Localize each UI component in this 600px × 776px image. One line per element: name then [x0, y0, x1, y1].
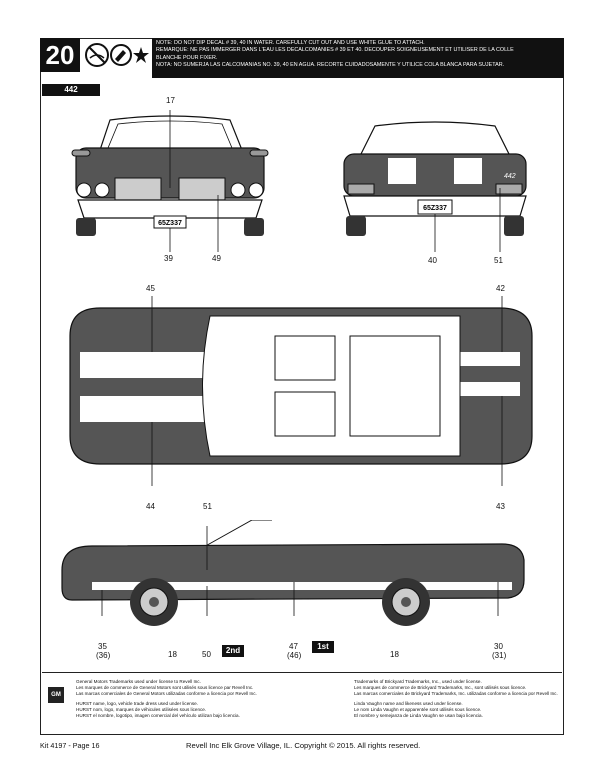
- callout-46: (46): [287, 651, 302, 660]
- callout-35: 35: [98, 642, 107, 651]
- disclaimer-line: Las marcas comerciales de General Motors…: [76, 691, 257, 697]
- note-es: NOTA: NO SUMERJA LAS CALCOMANÍAS NO. 39,…: [156, 61, 505, 68]
- callout-18-right: 18: [390, 650, 399, 659]
- callout-39: 39: [164, 254, 173, 263]
- callout-51-side: 51: [203, 502, 212, 511]
- step-number: 20: [40, 38, 80, 72]
- front-plate: 65Z337: [158, 220, 182, 227]
- disclaimer-line: HURST name, logo, vehicle trade dress us…: [76, 700, 198, 706]
- stage-2nd-badge: 2nd: [222, 645, 244, 657]
- callout-51-rear: 51: [494, 256, 503, 265]
- disclaimer-line: HURST nom, logo, marques de véhicules ut…: [76, 706, 207, 712]
- disclaimer-left: General Motors Trademarks used under lic…: [76, 679, 296, 722]
- note-fr-cont: BLANCHE POUR FIXER.: [156, 54, 218, 61]
- note-fr: REMARQUE: NE PAS IMMERGER DANS L'EAU LES…: [156, 47, 514, 54]
- disclaimer-line: Les marques de commerce de Brickyard Tra…: [354, 685, 527, 691]
- callout-44: 44: [146, 502, 155, 511]
- top-view-diagram: [69, 296, 533, 486]
- callout-36: (36): [96, 651, 111, 660]
- callout-49: 49: [212, 254, 221, 263]
- front-view-diagram: 65Z337: [71, 110, 269, 252]
- callout-50: 50: [202, 650, 211, 659]
- callout-45: 45: [146, 284, 155, 293]
- callout-42: 42: [496, 284, 505, 293]
- callout-43: 43: [496, 502, 505, 511]
- callout-47: 47: [289, 642, 298, 651]
- disclaimer-line: Linda Vaughn name and likeness used unde…: [354, 700, 463, 706]
- part-tag: 442: [42, 84, 100, 96]
- callout-31: (31): [492, 651, 507, 660]
- callout-17: 17: [166, 96, 175, 105]
- disclaimer-line: Trademarks of Brickyard Trademarks, Inc.…: [354, 679, 482, 684]
- callout-40: 40: [428, 256, 437, 265]
- do-not-dip-icon: [85, 43, 109, 67]
- disclaimer-line: Las marcas comerciales de Brickyard Trad…: [354, 691, 558, 697]
- disclaimer-line: El nombre y semejanza de Linda Vaughn se…: [354, 712, 483, 718]
- disclaimer-right: Trademarks of Brickyard Trademarks, Inc.…: [354, 679, 560, 722]
- step-notes: NOTE: DO NOT DIP DECAL # 39, 40 IN WATER…: [152, 38, 564, 78]
- glue-icon: [110, 44, 132, 66]
- disclaimer-line: Les marques de commerce de General Motor…: [76, 685, 254, 691]
- disclaimer-line: General Motors Trademarks used under lic…: [76, 679, 201, 684]
- rear-plate: 65Z337: [423, 205, 447, 212]
- footer-kit-page: Kit 4197 - Page 16: [40, 741, 100, 750]
- disclaimer-line: Le nom Linda Vaughn et apparentée sont u…: [354, 706, 482, 712]
- stage-1st-badge: 1st: [312, 641, 334, 653]
- decal-star-icon: [133, 47, 149, 63]
- side-view-diagram: [61, 520, 525, 626]
- footer-copyright: Revell Inc Elk Grove Village, IL. Copyri…: [186, 741, 421, 750]
- rear-badge: 442: [504, 173, 516, 180]
- note-en: NOTE: DO NOT DIP DECAL # 39, 40 IN WATER…: [156, 40, 425, 46]
- callout-30: 30: [494, 642, 503, 651]
- disclaimer-line: HURST el nombre, logotipo, imagen comerc…: [76, 712, 240, 718]
- gm-logo-icon: GM: [48, 687, 64, 703]
- step-icons: [85, 43, 149, 67]
- rear-view-diagram: 442 65Z337: [343, 121, 527, 252]
- disclaimer-section: GM General Motors Trademarks used under …: [42, 672, 562, 735]
- callout-18-left: 18: [168, 650, 177, 659]
